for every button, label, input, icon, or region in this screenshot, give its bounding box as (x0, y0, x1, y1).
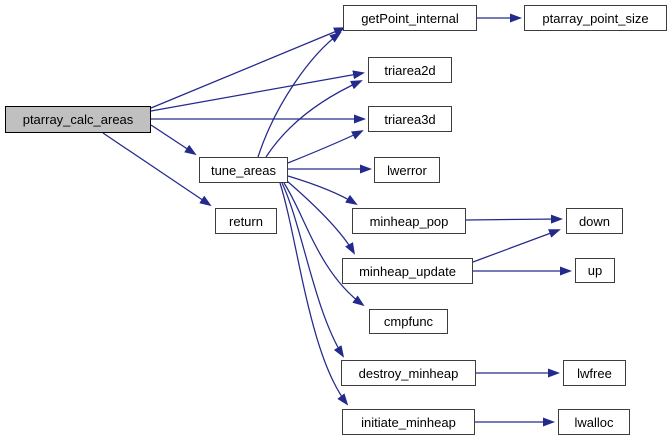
edge-ptarray_calc_areas-tune_areas (150, 124, 197, 156)
node-triarea3d[interactable]: triarea3d (368, 106, 452, 132)
edge-tune_areas-destroy_minheap (281, 182, 345, 358)
edge-minheap_pop-down (465, 214, 563, 224)
edge-tune_areas-triarea3d (287, 130, 364, 164)
node-ptarray_calc_areas: ptarray_calc_areas (5, 106, 151, 133)
node-getPoint_internal[interactable]: getPoint_internal (343, 5, 477, 31)
edge-tune_areas-triarea2d (265, 80, 363, 158)
node-minheap_pop[interactable]: minheap_pop (352, 208, 466, 234)
node-up[interactable]: up (575, 258, 615, 283)
edge-minheap_update-down (472, 229, 561, 263)
node-initiate_minheap[interactable]: initiate_minheap (342, 409, 475, 435)
edge-tune_areas-minheap_update (286, 180, 355, 255)
node-triarea2d[interactable]: triarea2d (368, 57, 452, 83)
edge-ptarray_calc_areas-getPoint_internal (150, 27, 346, 109)
edge-tune_areas-getPoint_internal (257, 31, 342, 158)
node-down[interactable]: down (566, 208, 623, 234)
node-destroy_minheap[interactable]: destroy_minheap (341, 360, 476, 386)
edge-ptarray_calc_areas-triarea2d (150, 70, 365, 112)
node-minheap_update[interactable]: minheap_update (342, 258, 473, 284)
node-return[interactable]: return (215, 208, 277, 234)
node-lwerror[interactable]: lwerror (374, 157, 440, 183)
edge-tune_areas-initiate_minheap (279, 182, 349, 406)
node-lwalloc[interactable]: lwalloc (558, 409, 630, 435)
edge-tune_areas-cmpfunc (283, 182, 365, 307)
edge-ptarray_calc_areas-return (102, 132, 212, 207)
edge-tune_areas-minheap_pop (287, 175, 358, 206)
node-lwfree[interactable]: lwfree (563, 360, 626, 386)
node-tune_areas[interactable]: tune_areas (199, 157, 288, 183)
node-cmpfunc[interactable]: cmpfunc (369, 309, 448, 334)
node-ptarray_point_size[interactable]: ptarray_point_size (524, 5, 667, 31)
